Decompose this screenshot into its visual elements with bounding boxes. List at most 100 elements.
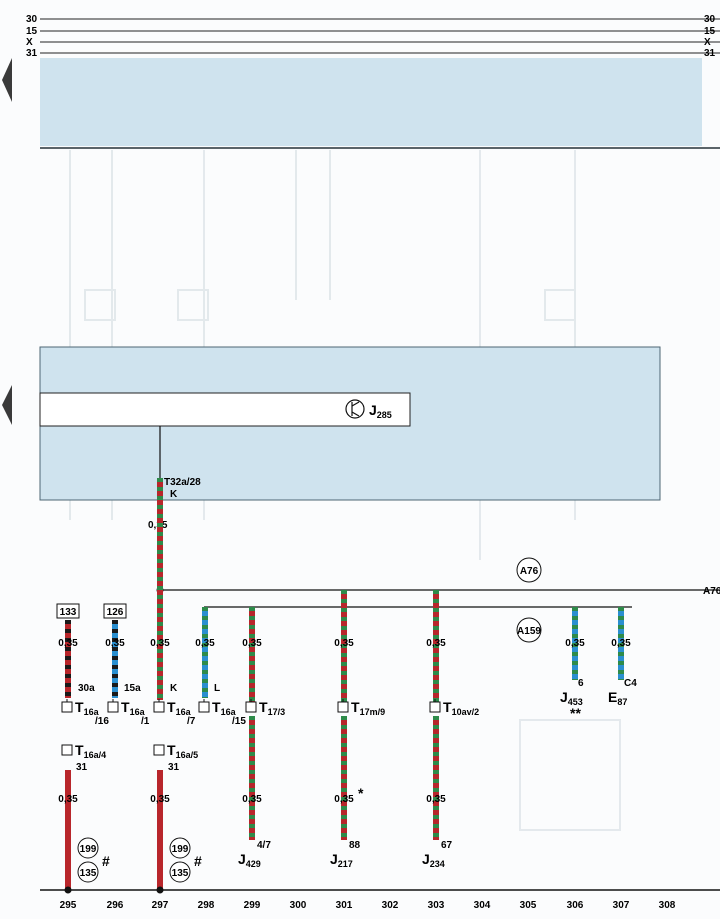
connector-a159-label: A159 — [517, 626, 541, 637]
wire-layer — [65, 478, 624, 890]
control-unit-name: J — [369, 402, 377, 418]
connector-a76-edge-label: A76 — [703, 586, 720, 597]
connector-4[interactable]: T16a/15 — [198, 699, 246, 727]
page-prev-arrow-top-icon[interactable] — [2, 58, 12, 102]
connector-3[interactable]: T16a/7 — [153, 699, 196, 727]
connector-label-4: T16a — [212, 699, 237, 717]
trunk-colour-code: K — [170, 489, 178, 500]
component-J429: J429 — [238, 851, 261, 869]
rail-label-x-right: X — [704, 37, 711, 48]
top-wire-pin-8: 6 — [578, 678, 584, 689]
connector-5[interactable]: T17/3 — [245, 699, 285, 717]
bottom-wire-size-1: 0,35 — [58, 794, 78, 805]
column-number-302: 302 — [382, 900, 399, 911]
column-number-299: 299 — [244, 900, 261, 911]
control-unit-label: J285 — [369, 402, 392, 420]
bottom-wire-pin-3: 4/7 — [257, 840, 271, 851]
rail-label-15-right: 15 — [704, 26, 716, 37]
ground-reference-top-2: 199 — [172, 844, 189, 855]
control-unit-sub: 285 — [377, 410, 392, 420]
component-J234: J234 — [422, 851, 445, 869]
top-wire-size-9: 0,35 — [611, 638, 631, 649]
pin-label-k: K — [170, 683, 178, 694]
ground-reference-mark-1: # — [102, 853, 110, 869]
connector-a76-label: A76 — [520, 566, 539, 577]
top-wire-size-2: 0,35 — [105, 638, 125, 649]
control-unit-box[interactable] — [39, 392, 411, 427]
connector-label-1-suffix: /16 — [95, 716, 109, 727]
wire-tag-126: 126 — [103, 603, 127, 619]
page-prev-arrow-middle-icon[interactable] — [2, 385, 12, 425]
connector-a159-badge[interactable]: A159 — [516, 617, 542, 643]
bottom-wire-size-5: 0,35 — [426, 794, 446, 805]
ground-connector-2[interactable]: T16a/531 — [153, 742, 198, 773]
top-wire-size-3: 0,35 — [150, 638, 170, 649]
column-number-298: 298 — [198, 900, 215, 911]
top-wire-size-1: 0,35 — [58, 638, 78, 649]
column-number-305: 305 — [520, 900, 537, 911]
wire-tag-label-1: 133 — [60, 607, 77, 618]
trunk-terminal-label: T32a/28 — [164, 477, 201, 488]
connector-6[interactable]: T17m/9 — [337, 699, 385, 717]
column-number-304: 304 — [474, 900, 491, 911]
column-number-297: 297 — [152, 900, 169, 911]
top-wire-pin-9: C4 — [624, 678, 637, 689]
wire-tag-133: 133 — [56, 603, 80, 619]
top-wire-size-5: 0,35 — [242, 638, 262, 649]
wire-tag-label-2: 126 — [107, 607, 124, 618]
ground-connector-label-1: T16a/4 — [75, 742, 106, 760]
ground-reference-2[interactable]: 199 135 # — [169, 837, 202, 883]
ground-connector-1[interactable]: T16a/4 31 — [61, 742, 106, 773]
column-number-300: 300 — [290, 900, 307, 911]
ground-reference-mark-2: # — [194, 853, 202, 869]
connector-label-2-suffix: /1 — [141, 716, 150, 727]
connector-label-7: T10av/2 — [443, 699, 479, 717]
pin-label-l: L — [214, 683, 220, 694]
component-J453: J453 — [560, 689, 583, 707]
component-note-1: ** — [570, 705, 581, 721]
column-number-301: 301 — [336, 900, 353, 911]
bottom-wire-note-4: * — [358, 785, 364, 801]
column-number-306: 306 — [567, 900, 584, 911]
ground-reference-bottom-2: 135 — [172, 868, 189, 879]
connector-label-3: T16a — [167, 699, 192, 717]
column-number-295: 295 — [60, 900, 77, 911]
top-wire-size-8: 0,35 — [565, 638, 585, 649]
top-wire-size-6: 0,35 — [334, 638, 354, 649]
connector-label-6: T17m/9 — [351, 699, 385, 717]
rail-label-31-left: 31 — [26, 48, 38, 59]
bottom-wire-size-3: 0,35 — [242, 794, 262, 805]
connector-label-4-suffix: /15 — [232, 716, 246, 727]
column-number-307: 307 — [613, 900, 630, 911]
pin-label-30a: 30a — [78, 683, 95, 694]
top-panel — [40, 58, 702, 146]
rail-label-30-left: 30 — [26, 14, 38, 25]
connector-7[interactable]: T10av/2 — [429, 699, 479, 717]
connector-a76-badge[interactable]: A76 — [516, 557, 542, 583]
column-number-303: 303 — [428, 900, 445, 911]
top-wire-size-4: 0,35 — [195, 638, 215, 649]
ground-connector-pin-1: 31 — [76, 762, 88, 773]
pin-label-15a: 15a — [124, 683, 141, 694]
component-J217: J217 — [330, 851, 353, 869]
ground-reference-top-1: 199 — [80, 844, 97, 855]
connector-1[interactable]: T16a/16 — [61, 699, 109, 727]
rail-label-30-right: 30 — [704, 14, 716, 25]
connector-label-1: T16a — [75, 699, 100, 717]
bottom-wire-size-4: 0,35 — [334, 794, 354, 805]
component-E87: E87 — [608, 689, 627, 707]
connector-label-2: T16a — [121, 699, 146, 717]
bottom-wire-size-2: 0,35 — [150, 794, 170, 805]
connector-label-3-suffix: /7 — [187, 716, 196, 727]
ground-connector-label-2: T16a/5 — [167, 742, 198, 760]
bottom-wire-pin-5: 67 — [441, 840, 453, 851]
connector-label-5: T17/3 — [259, 699, 285, 717]
connector-2[interactable]: T16a/1 — [107, 699, 150, 727]
column-number-308: 308 — [659, 900, 676, 911]
ground-dot-1 — [64, 886, 72, 894]
rail-label-x-left: X — [26, 37, 33, 48]
rail-label-31-right: 31 — [704, 48, 716, 59]
